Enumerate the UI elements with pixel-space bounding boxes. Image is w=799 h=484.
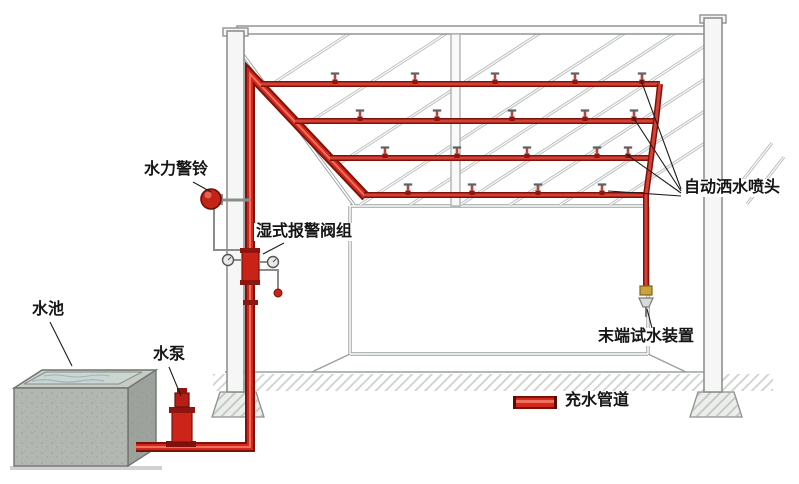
funnel-icon (638, 297, 654, 308)
label-legend-pipe: 充水管道 (563, 392, 632, 411)
left-column (226, 30, 245, 393)
water-pump-device (166, 388, 196, 447)
branch-pipes (261, 81, 660, 198)
floor-lines (225, 353, 713, 373)
building-frame (222, 14, 786, 393)
test-valve-icon (639, 285, 653, 296)
label-sprinklers: 自动洒水喷头 (682, 179, 783, 198)
label-wet-alarm-valve: 湿式报警阀组 (254, 223, 355, 242)
water-tank (10, 368, 162, 470)
pipe-flange (243, 300, 258, 305)
alarm-bell (200, 188, 250, 210)
drain-trim-pipe (258, 269, 279, 290)
end-test-device-assembly (638, 285, 654, 317)
top-beam (236, 25, 710, 35)
leader-lines (49, 181, 653, 397)
sprinkler-leader-lines (607, 79, 682, 197)
label-alarm-bell: 水力警铃 (142, 161, 211, 180)
retard-chamber-icon (273, 288, 283, 298)
column-footing-left (211, 391, 265, 418)
label-end-test-device: 末端试水装置 (596, 328, 697, 347)
column-footing-right (689, 391, 743, 418)
pump-icon (171, 411, 193, 443)
legend-pipe-swatch (513, 396, 557, 409)
label-water-pump: 水泵 (151, 346, 188, 365)
wall-edges (239, 50, 650, 356)
far-main-and-drop-pipe (643, 83, 663, 286)
wet-alarm-valve (221, 248, 283, 298)
right-column (703, 17, 723, 393)
alarm-trim-pipe (213, 202, 246, 251)
ground-hatch (213, 374, 773, 391)
sprinkler-heads (330, 72, 647, 195)
label-water-pool: 水池 (30, 301, 67, 320)
